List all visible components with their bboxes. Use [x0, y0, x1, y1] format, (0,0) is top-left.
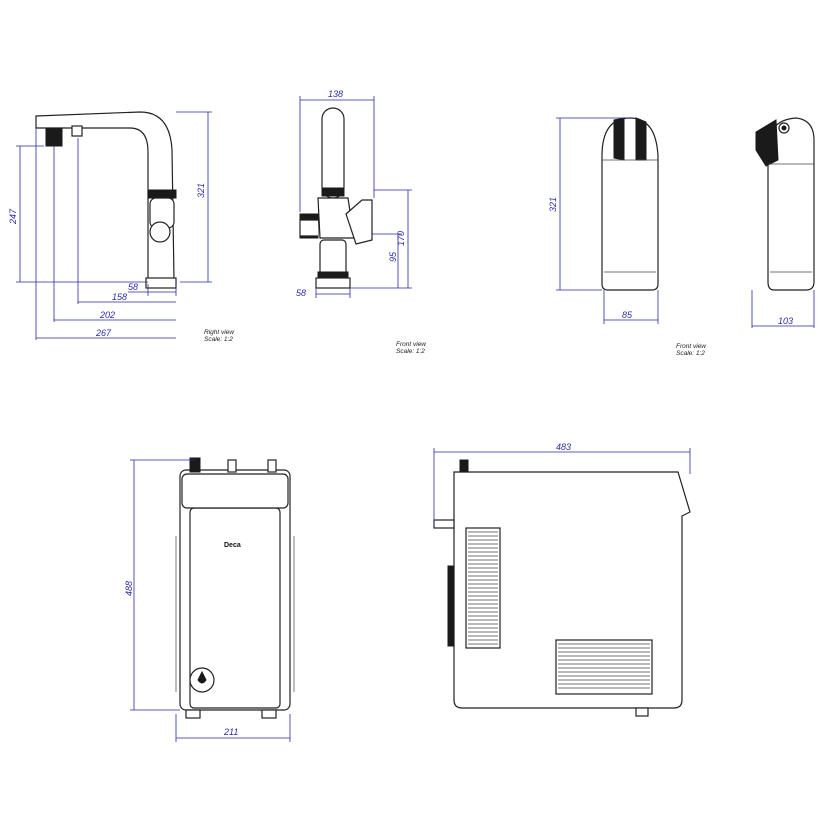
scale-right-view: Scale: 1:2 — [204, 336, 233, 343]
unit-side-dimensions: 483 — [433, 442, 691, 526]
caption-front-view: Front view — [396, 341, 427, 348]
tap-front-view — [299, 107, 373, 289]
tap-right-view-dimensions: 321 247 58 158 202 267 — [8, 111, 212, 340]
unit-front-view: Deca — [175, 457, 295, 719]
filter-front-view — [601, 117, 659, 291]
dim-158: 158 — [112, 292, 127, 302]
dim-tap-width: 138 — [328, 89, 343, 99]
dim-58: 58 — [128, 282, 138, 292]
filter-front-dimensions: 321 85 — [548, 117, 659, 324]
dim-reach: 267 — [95, 328, 112, 338]
vent-louvers — [468, 531, 650, 689]
tap-right-view — [35, 111, 177, 289]
dim-filter-width: 85 — [622, 310, 633, 320]
unit-front-dimensions: 488 211 — [124, 459, 291, 742]
brand-logo: Deca — [224, 542, 241, 549]
filter-side-view — [755, 117, 815, 291]
dim-202: 202 — [99, 310, 115, 320]
dim-95: 95 — [388, 251, 398, 262]
dim-spout-height: 247 — [8, 208, 18, 225]
scale-filter-view: Scale: 1:2 — [676, 350, 705, 357]
caption-filter-view: Front view — [676, 343, 707, 350]
caption-right-view: Right view — [204, 329, 235, 336]
dim-front-58: 58 — [296, 288, 306, 298]
unit-side-view — [433, 459, 691, 717]
tap-front-view-dimensions: 138 170 95 58 — [296, 89, 412, 298]
filter-side-dimensions: 103 — [751, 290, 815, 328]
dim-unit-height: 488 — [124, 581, 134, 596]
scale-front-view: Scale: 1:2 — [396, 348, 425, 355]
dim-170: 170 — [396, 231, 406, 246]
dim-filter-depth: 103 — [778, 316, 793, 326]
dim-filter-height: 321 — [548, 197, 558, 212]
dim-unit-width: 211 — [223, 727, 238, 737]
dim-tap-height: 321 — [196, 183, 206, 198]
dim-unit-depth: 483 — [556, 442, 571, 452]
